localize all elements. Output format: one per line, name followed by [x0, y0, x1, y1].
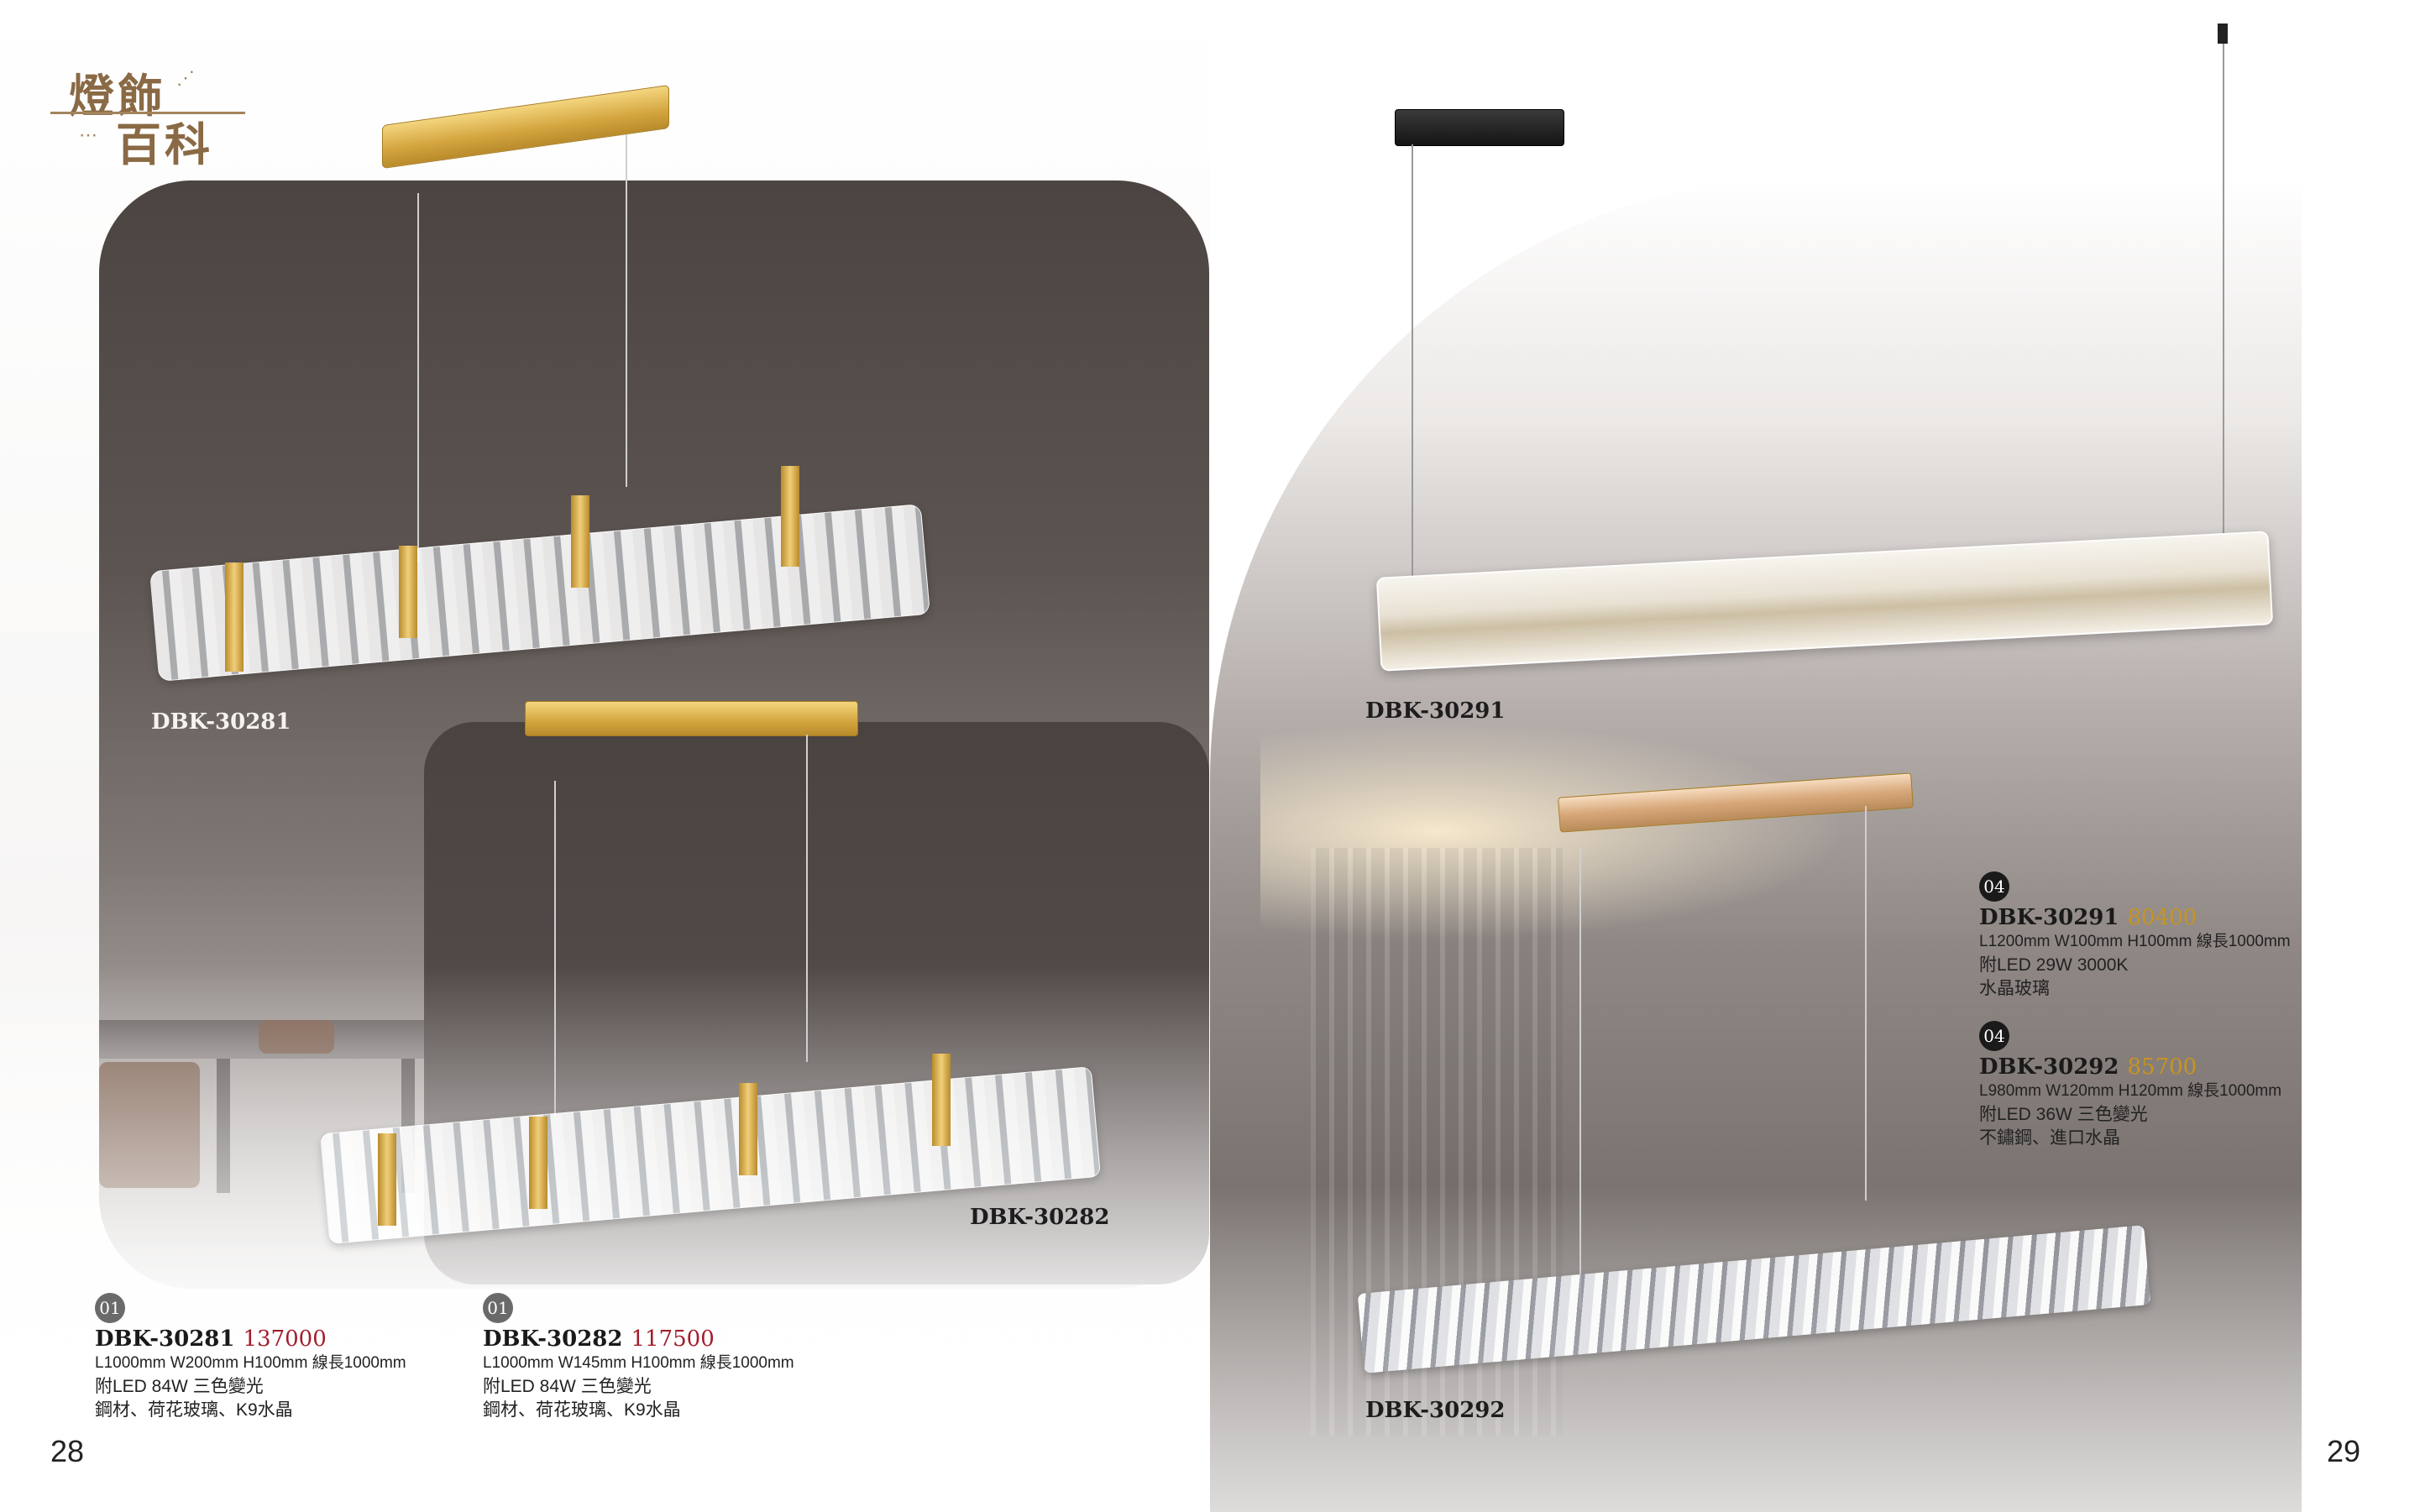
product-info-30291: 04 DBK-30291 80400 L1200mm W100mm H100mm … — [1979, 871, 2291, 1001]
model-number: DBK-30282 — [483, 1326, 623, 1352]
gold-clip — [571, 495, 589, 588]
dimensions: L1000mm W145mm H100mm 線長1000mm — [483, 1354, 794, 1372]
black-canopy — [1395, 109, 1564, 146]
gold-canopy — [525, 701, 858, 736]
gold-clip — [529, 1117, 547, 1209]
brand-logo-line2: 百科 — [116, 118, 213, 171]
page-number: 29 — [2327, 1434, 2361, 1468]
gold-clip — [399, 546, 417, 638]
product-info-30282: 01 DBK-30282 117500 L1000mm W145mm H100mm… — [483, 1293, 794, 1422]
product-title: DBK-30292 85700 — [1979, 1054, 2281, 1080]
image-label-30282: DBK-30282 — [970, 1205, 1110, 1230]
product-title: DBK-30281 137000 — [95, 1326, 406, 1352]
dots-icon: ⋯ — [79, 124, 97, 145]
suspension-wire — [1412, 144, 1413, 615]
model-number: DBK-30291 — [1979, 905, 2119, 930]
material: 鋼材、荷花玻璃、K9水晶 — [483, 1400, 681, 1420]
model-number: DBK-30281 — [95, 1326, 235, 1352]
light-spec: 附LED 36W 三色變光 — [1979, 1105, 2148, 1124]
product-title: DBK-30291 80400 — [1979, 905, 2291, 930]
page-number: 28 — [50, 1434, 85, 1468]
image-label-30281: DBK-30281 — [151, 709, 291, 735]
gold-clip — [739, 1083, 757, 1175]
material: 不鏽鋼、進口水晶 — [1979, 1128, 2120, 1148]
product-info-30292: 04 DBK-30292 85700 L980mm W120mm H120mm 線… — [1979, 1021, 2281, 1150]
price: 80400 — [2127, 905, 2197, 930]
category-badge: 04 — [1979, 1021, 2009, 1051]
dimensions: L980mm W120mm H120mm 線長1000mm — [1979, 1082, 2282, 1100]
dimensions: L1200mm W100mm H100mm 線長1000mm — [1979, 933, 2291, 950]
suspension-wire — [1579, 848, 1581, 1310]
product-title: DBK-30282 117500 — [483, 1326, 794, 1352]
left-page: 燈飾 百科 ⋰ ⋯ DBK-30281 DBK-30282 01 DBK-302… — [0, 0, 1210, 1512]
dots-icon: ⋰ — [176, 67, 195, 88]
light-spec: 附LED 84W 三色變光 — [483, 1377, 652, 1396]
price: 117500 — [631, 1326, 715, 1352]
brand-logo: 燈飾 百科 ⋰ ⋯ — [50, 59, 252, 171]
suspension-wire — [554, 781, 556, 1117]
logo-rule — [50, 112, 245, 114]
category-badge: 01 — [95, 1293, 125, 1323]
floor-fade — [0, 965, 1210, 1512]
suspension-wire — [806, 735, 808, 1062]
cove-light-glow — [1260, 722, 1848, 940]
suspension-wire — [417, 193, 419, 562]
category-badge: 04 — [1979, 871, 2009, 902]
model-number: DBK-30292 — [1979, 1054, 2119, 1080]
image-label-30292: DBK-30292 — [1365, 1398, 1506, 1423]
material: 鋼材、荷花玻璃、K9水晶 — [95, 1400, 293, 1420]
gold-clip — [781, 466, 799, 567]
suspension-wire — [1865, 806, 1867, 1201]
light-spec: 附LED 29W 3000K — [1979, 955, 2129, 975]
ceiling-anchor — [2218, 24, 2228, 44]
price: 137000 — [243, 1326, 327, 1352]
gold-clip — [378, 1133, 396, 1226]
light-spec: 附LED 84W 三色變光 — [95, 1377, 264, 1396]
product-info-30281: 01 DBK-30281 137000 L1000mm W200mm H100mm… — [95, 1293, 406, 1422]
right-page: DBK-30291 DBK-30292 04 DBK-30291 80400 L1… — [1210, 0, 2420, 1512]
category-badge: 01 — [483, 1293, 513, 1323]
suspension-wire — [2223, 34, 2224, 537]
page-edge — [2302, 0, 2420, 1512]
material: 水晶玻璃 — [1979, 979, 2050, 998]
dimensions: L1000mm W200mm H100mm 線長1000mm — [95, 1354, 406, 1372]
price: 85700 — [2127, 1054, 2197, 1080]
gold-clip — [932, 1054, 951, 1146]
suspension-wire — [626, 134, 627, 487]
image-label-30291: DBK-30291 — [1365, 698, 1506, 724]
gold-clip — [225, 562, 244, 672]
